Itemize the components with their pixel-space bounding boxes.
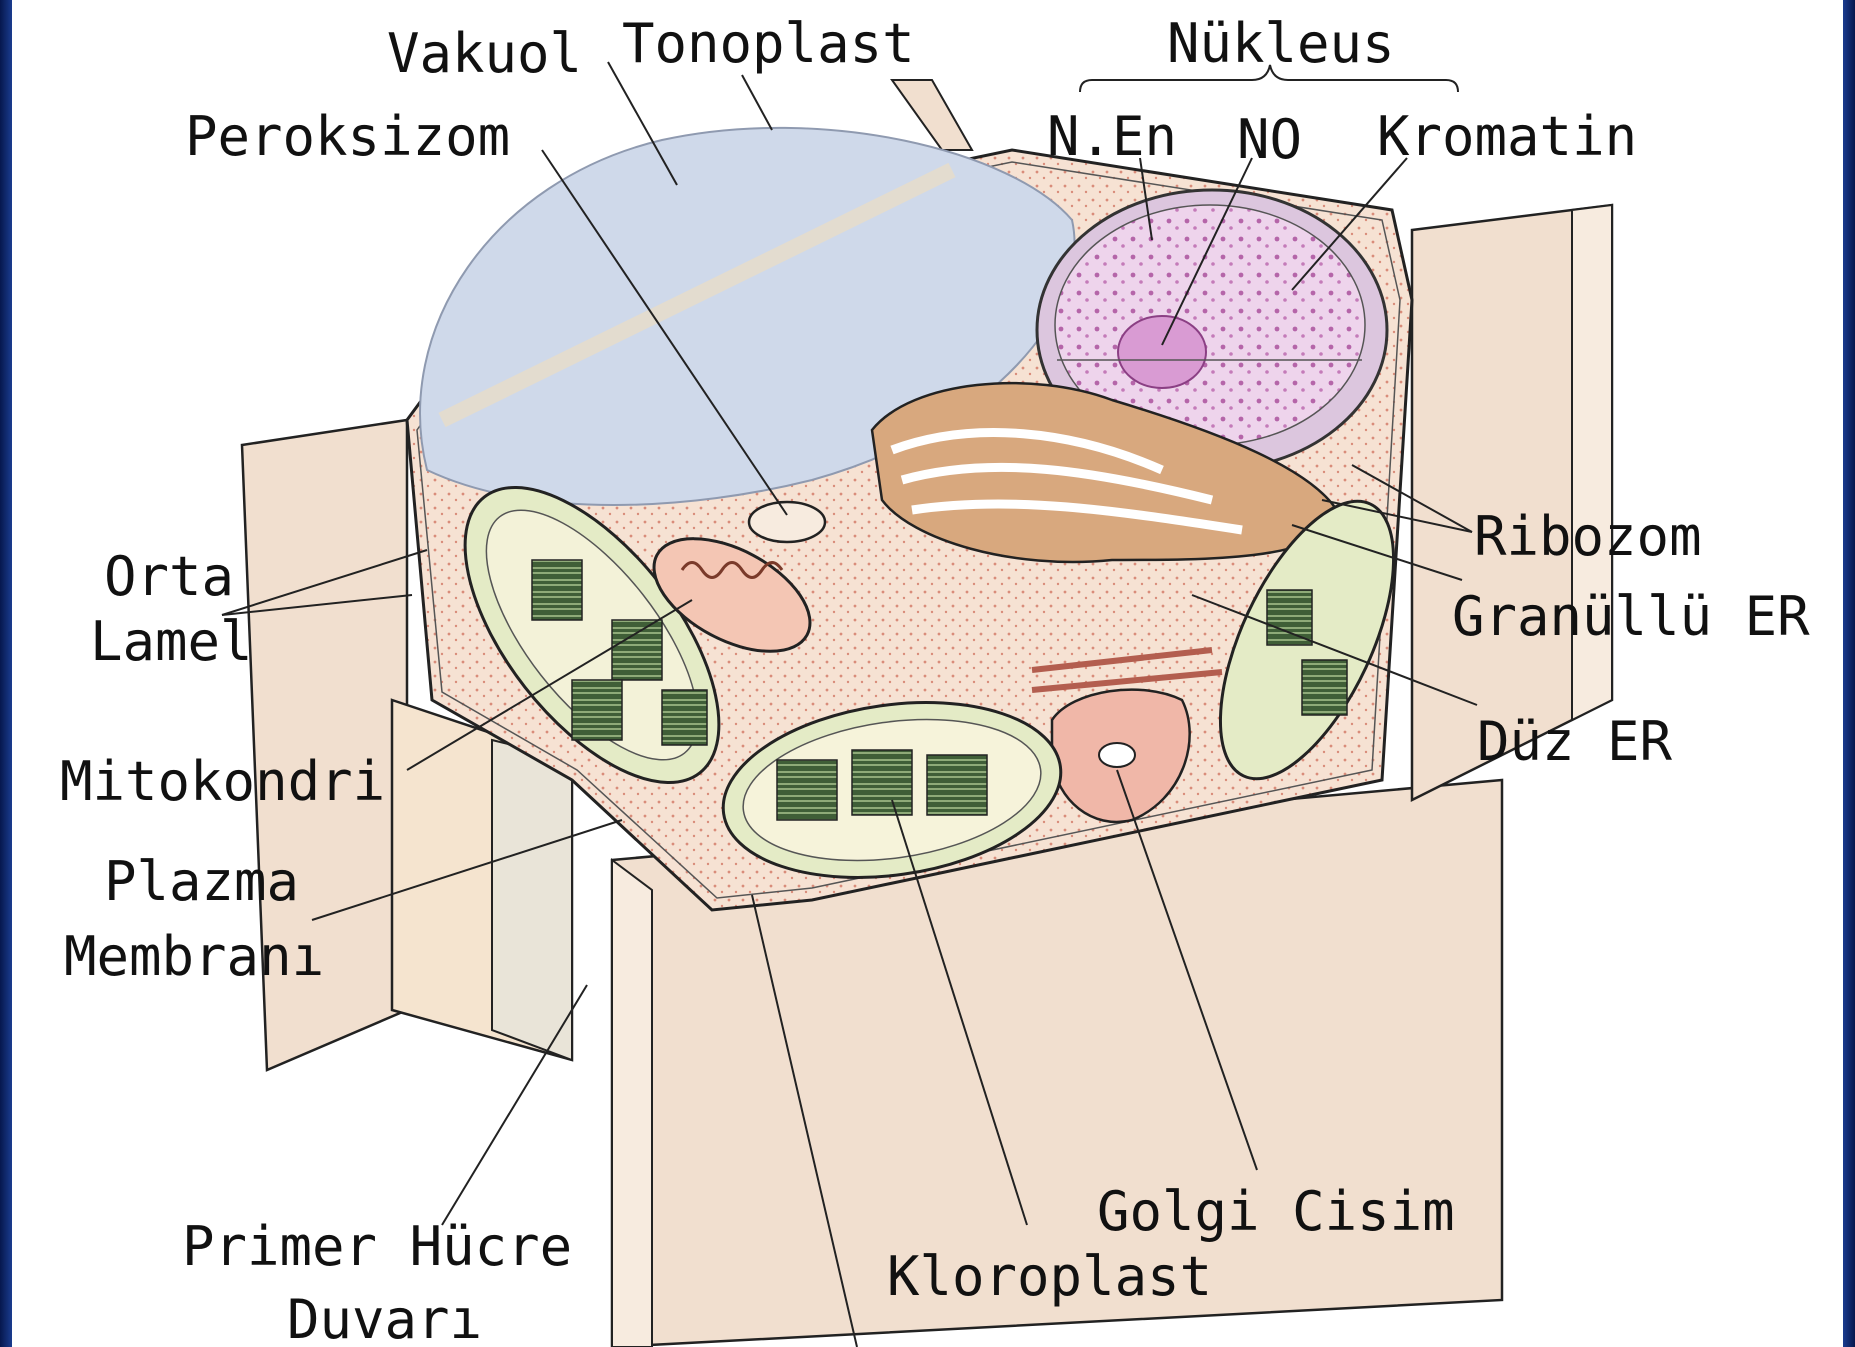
- label-n-en: N.En: [1047, 105, 1177, 168]
- label-tonoplast: Tonoplast: [622, 12, 915, 75]
- plant-cell-diagram: Vakuol Tonoplast Nükleus Peroksizom N.En…: [12, 0, 1843, 1347]
- label-granullu-er: Granüllü ER: [1452, 585, 1810, 648]
- label-nukleus: Nükleus: [1167, 12, 1395, 75]
- label-ribozom: Ribozom: [1474, 505, 1702, 568]
- label-kloroplast: Kloroplast: [887, 1245, 1212, 1308]
- label-lamel: Lamel: [90, 610, 253, 673]
- label-no: NO: [1237, 108, 1302, 171]
- label-membrani: Membranı: [64, 925, 324, 988]
- label-golgi-cisim: Golgi Cisim: [1097, 1180, 1455, 1243]
- label-kromatin: Kromatin: [1377, 105, 1637, 168]
- label-vakuol: Vakuol: [387, 22, 582, 85]
- label-plazma: Plazma: [104, 850, 299, 913]
- peroxisome: [749, 502, 825, 542]
- label-primer-hucre: Primer Hücre: [182, 1215, 572, 1278]
- left-frame: [0, 0, 12, 1347]
- label-duz-er: Düz ER: [1477, 710, 1673, 773]
- label-duvari: Duvarı: [287, 1288, 482, 1347]
- label-peroksizom: Peroksizom: [185, 105, 510, 168]
- diagram-canvas: Vakuol Tonoplast Nükleus Peroksizom N.En…: [12, 0, 1843, 1347]
- label-mitokondri: Mitokondri: [60, 750, 385, 813]
- right-frame: [1843, 0, 1855, 1347]
- label-orta: Orta: [104, 545, 234, 608]
